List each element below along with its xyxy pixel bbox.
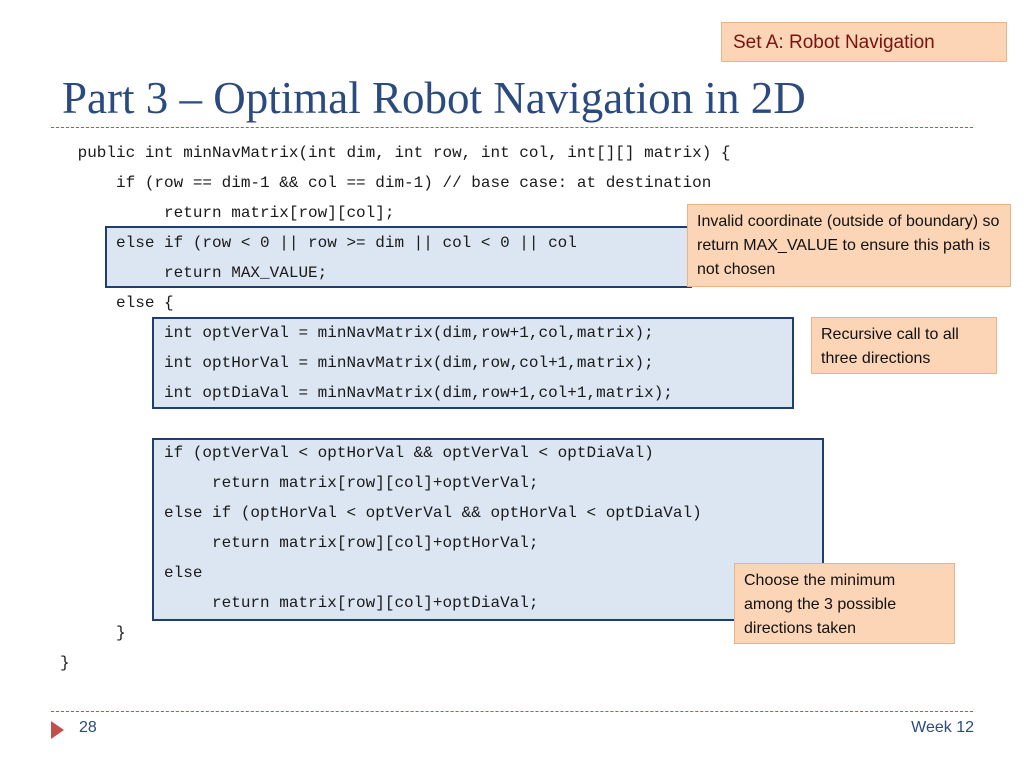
title-divider (51, 127, 973, 128)
invalid-coordinate-highlight (105, 226, 692, 288)
footer-divider (51, 711, 973, 712)
code-line: else if (optHorVal < optVerVal && optHor… (68, 504, 702, 522)
recursive-calls-highlight (152, 317, 794, 409)
week-label: Week 12 (911, 719, 974, 736)
code-line: } (68, 624, 126, 642)
page-number: 28 (79, 719, 97, 736)
recursive-call-callout: Recursive call to all three directions (811, 317, 997, 374)
code-line: int optHorVal = minNavMatrix(dim,row,col… (68, 354, 654, 372)
code-line: return matrix[row][col]+optHorVal; (68, 534, 539, 552)
code-line: else if (row < 0 || row >= dim || col < … (68, 234, 577, 252)
code-line: return matrix[row][col]; (68, 204, 395, 222)
code-line: return matrix[row][col]+optVerVal; (68, 474, 539, 492)
set-label: Set A: Robot Navigation (721, 22, 1007, 62)
choose-minimum-callout: Choose the minimum among the 3 possible … (734, 563, 955, 644)
invalid-coordinate-callout: Invalid coordinate (outside of boundary)… (687, 204, 1011, 287)
code-line: int optDiaVal = minNavMatrix(dim,row+1,c… (68, 384, 673, 402)
code-line: } (60, 654, 70, 672)
code-line: return MAX_VALUE; (68, 264, 328, 282)
code-line: return matrix[row][col]+optDiaVal; (68, 594, 539, 612)
minimum-selection-highlight (152, 438, 824, 621)
code-line: int optVerVal = minNavMatrix(dim,row+1,c… (68, 324, 654, 342)
slide-title: Part 3 – Optimal Robot Navigation in 2D (62, 73, 806, 123)
code-line: else (68, 564, 203, 582)
triangle-arrow-icon (51, 721, 64, 739)
code-line: if (row == dim-1 && col == dim-1) // bas… (68, 174, 712, 192)
code-line: if (optVerVal < optHorVal && optVerVal <… (68, 444, 654, 462)
code-line: else { (68, 294, 174, 312)
code-line: public int minNavMatrix(int dim, int row… (68, 144, 731, 162)
